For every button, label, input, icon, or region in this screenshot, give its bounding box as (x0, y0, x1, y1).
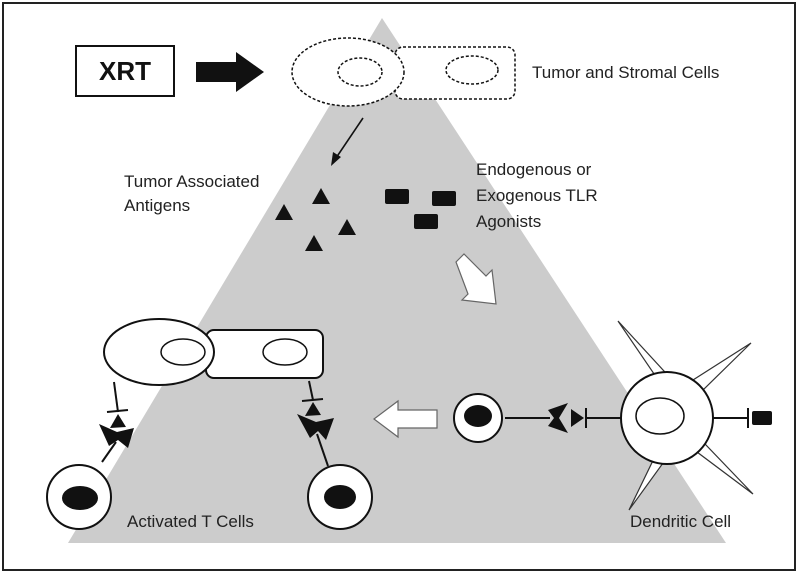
xrt-box: XRT (75, 45, 175, 97)
tcr-receptor (548, 403, 568, 433)
dendrite (696, 443, 754, 495)
tlr-line3: Agonists (476, 212, 542, 231)
xrt-arrow (196, 52, 264, 92)
right-tcr (297, 414, 334, 440)
release-arrow-head (331, 152, 341, 166)
tumor-stromal-text: Tumor and Stromal Cells (532, 63, 720, 82)
right-mhc-line (308, 380, 314, 401)
tlr-agonist (432, 191, 456, 206)
naive-t-cell-nucleus (464, 405, 492, 427)
right-t-cell-line (316, 433, 329, 467)
open-arrow-left (373, 399, 438, 439)
antigen-triangle (312, 188, 330, 204)
open-arrow-down-right (455, 253, 497, 305)
tlr-bound-agonist (752, 411, 772, 425)
left-t-cell-line (101, 441, 117, 463)
tumor-antigens-line2: Antigens (124, 196, 191, 215)
label-tumor-stromal: Tumor and Stromal Cells (532, 61, 719, 85)
antigen-triangle (338, 219, 356, 235)
label-dendritic-cell: Dendritic Cell (630, 510, 731, 534)
dendritic-cell-nucleus (635, 397, 685, 435)
target-cells (103, 318, 324, 386)
label-tumor-antigens: Tumor Associated Antigens (124, 170, 259, 218)
activated-t-cell-right-nucleus (324, 485, 356, 509)
dendritic-cell (571, 320, 772, 511)
left-presented-antigen (110, 414, 126, 428)
target-tumor-nucleus (160, 338, 206, 366)
right-presented-antigen (305, 402, 321, 416)
tlr-agonist (414, 214, 438, 229)
activated-t-cells-text: Activated T Cells (127, 512, 254, 531)
right-mhc-bar (301, 398, 324, 402)
activated-t-cell-left-nucleus (62, 486, 98, 510)
dendrite (692, 342, 752, 391)
target-tumor-cell (103, 318, 215, 386)
dendritic-cell-text: Dendritic Cell (630, 512, 732, 531)
tlr-agonists (385, 189, 456, 229)
xrt-label: XRT (99, 55, 151, 86)
left-mhc-bar (106, 409, 129, 413)
tlr-line2: Exogenous TLR (476, 186, 598, 205)
antigen-triangle (275, 204, 293, 220)
antigen-triangles (275, 188, 356, 251)
tlr-agonist (385, 189, 409, 204)
label-tlr-agonists: Endogenous or Exogenous TLR Agonists (476, 157, 598, 235)
tlr-line1: Endogenous or (476, 160, 592, 179)
tumor-antigens-line1: Tumor Associated (124, 172, 260, 191)
left-mhc-line (113, 381, 119, 413)
label-activated-t-cells: Activated T Cells (127, 510, 254, 534)
antigen-triangle (305, 235, 323, 251)
tumor-stromal-cells (291, 37, 516, 107)
left-tcr (99, 424, 134, 448)
release-arrow-line (335, 117, 364, 159)
presented-antigen (571, 409, 584, 427)
tumor-nucleus (337, 57, 383, 87)
right-t-cell-engagement (297, 380, 373, 530)
left-t-cell-engagement (46, 381, 134, 530)
target-stromal-nucleus (262, 338, 308, 366)
stromal-nucleus (445, 55, 499, 85)
